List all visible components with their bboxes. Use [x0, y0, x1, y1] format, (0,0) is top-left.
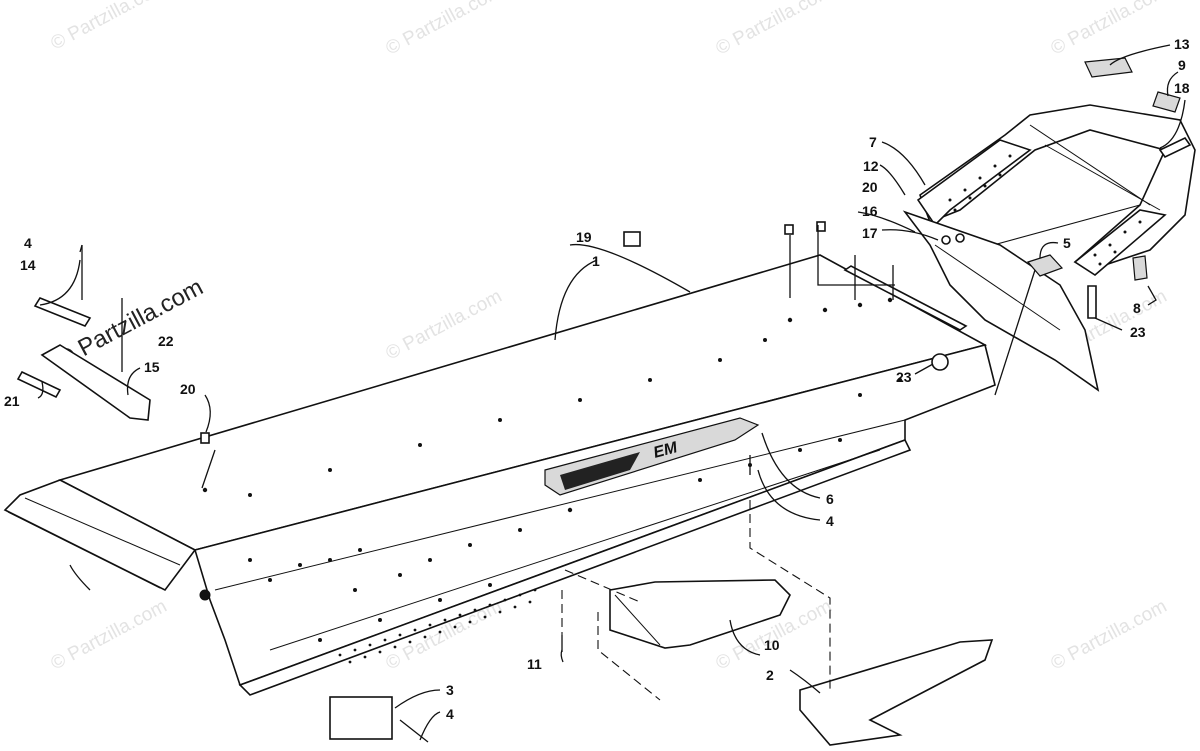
tunnel-rear-rail [843, 265, 968, 331]
callout-6: 6 [826, 491, 834, 507]
mount-bracket-2 [799, 639, 994, 746]
decal-logo-text: EM [652, 439, 680, 462]
nose-edge [7, 511, 161, 589]
snow-flap-line [934, 244, 1061, 331]
callout-2: 2 [766, 667, 774, 683]
watermark-text: © Partzilla.com [1047, 0, 1170, 59]
bumper-right-step [1073, 209, 1167, 276]
callout-20-top: 20 [862, 179, 878, 195]
tunnel-running-board [238, 439, 912, 696]
callout-17: 17 [862, 225, 878, 241]
watermark-text: © Partzilla.com [1047, 596, 1170, 675]
watermark-text: © Partzilla.com [47, 596, 170, 675]
callout-23-side: 23 [896, 369, 912, 385]
callout-19: 19 [576, 229, 592, 245]
callout-5: 5 [1063, 235, 1071, 251]
callout-11: 11 [527, 656, 542, 672]
running-board-perforations [338, 588, 537, 664]
callout-4-center: 4 [826, 513, 834, 529]
tunnel-assembly [3, 254, 996, 696]
callout-23-rear: 23 [1130, 324, 1146, 340]
callout-16: 16 [862, 203, 878, 219]
rivet-20a [784, 224, 794, 235]
callout-9: 9 [1178, 57, 1186, 73]
callout-13: 13 [1174, 36, 1190, 52]
nut-5 [1026, 254, 1064, 277]
callout-20-left: 20 [180, 381, 196, 397]
plate-3 [329, 696, 393, 740]
rivet-20b [816, 221, 826, 232]
callout-15: 15 [144, 359, 160, 375]
bolt-23-side [931, 353, 949, 371]
bumper-base-line [974, 204, 1141, 251]
watermark-text: © Partzilla.com [712, 0, 835, 59]
callout-21: 21 [4, 393, 20, 409]
bracket-14 [33, 297, 92, 327]
bumper-crossbar-2 [1044, 144, 1161, 211]
callout-4-left: 4 [24, 235, 32, 251]
callout-10: 10 [764, 637, 780, 653]
callout-3: 3 [446, 682, 454, 698]
bumper-crossbar [1029, 124, 1151, 206]
watermark-text: © Partzilla.com [382, 0, 505, 59]
rear-bumper [916, 104, 1196, 276]
foot-step-edge [614, 594, 661, 646]
deck-holes [199, 297, 902, 642]
rivet-20c [200, 432, 210, 444]
callout-labels: 1 2 3 4 4 4 5 6 7 8 9 10 11 12 13 14 15 … [4, 36, 1190, 722]
callout-4-bottom: 4 [446, 706, 454, 722]
decal-19 [623, 231, 641, 247]
reflector-9 [1152, 91, 1181, 113]
watermark-text: © Partzilla.com [47, 0, 170, 54]
foot-step-10 [609, 579, 791, 649]
watermark-text: © Partzilla.com [382, 286, 505, 365]
callout-8: 8 [1133, 300, 1141, 316]
bracket-15 [40, 344, 151, 421]
strip-21 [16, 370, 62, 399]
callout-18: 18 [1174, 80, 1190, 96]
nut-17 [941, 235, 951, 245]
callout-22: 22 [158, 333, 174, 349]
clip-8 [1132, 255, 1148, 281]
callout-12: 12 [863, 158, 879, 174]
bolt-4-bottom [399, 719, 429, 743]
callout-7: 7 [869, 134, 877, 150]
lower-crease [269, 449, 881, 651]
bolt-23-rear [1087, 285, 1097, 319]
reflector-13 [1084, 57, 1133, 78]
callout-1: 1 [592, 253, 600, 269]
decal-stripe [560, 452, 640, 490]
callout-14: 14 [20, 257, 36, 273]
side-decal: EM [544, 417, 760, 496]
screw-18 [1158, 136, 1192, 159]
nose-crease [24, 497, 181, 566]
leader-lines [37, 44, 1186, 741]
washer-16 [955, 233, 965, 243]
bumper-left-step [916, 139, 1032, 227]
step-dots [948, 154, 1142, 266]
